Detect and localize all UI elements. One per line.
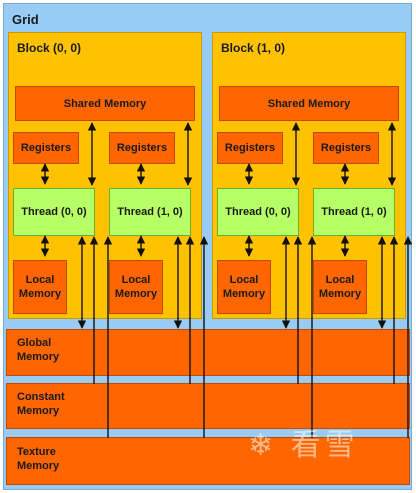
local-memory-thread-1: Local Memory [313, 260, 367, 314]
texture-memory: Texture Memory [6, 437, 410, 485]
thread-0: Thread (0, 0) [217, 188, 299, 236]
block-0: Block (0, 0) Shared Memory Registers Reg… [8, 32, 202, 319]
constant-memory: Constant Memory [6, 383, 410, 429]
thread-1: Thread (1, 0) [313, 188, 395, 236]
registers-thread-0: Registers [217, 132, 283, 164]
grid-title: Grid [12, 12, 39, 27]
registers-thread-1: Registers [109, 132, 175, 164]
watermark: ❄ 看雪 [248, 428, 359, 463]
block-1: Block (1, 0) Shared Memory Registers Reg… [212, 32, 406, 319]
thread-1: Thread (1, 0) [109, 188, 191, 236]
local-memory-thread-0: Local Memory [217, 260, 271, 314]
block-title: Block (0, 0) [17, 41, 82, 55]
thread-0: Thread (0, 0) [13, 188, 95, 236]
shared-memory: Shared Memory [15, 86, 195, 121]
block-title: Block (1, 0) [221, 41, 286, 55]
local-memory-thread-0: Local Memory [13, 260, 67, 314]
global-memory: Global Memory [6, 329, 410, 376]
local-memory-thread-1: Local Memory [109, 260, 163, 314]
shared-memory: Shared Memory [219, 86, 399, 121]
